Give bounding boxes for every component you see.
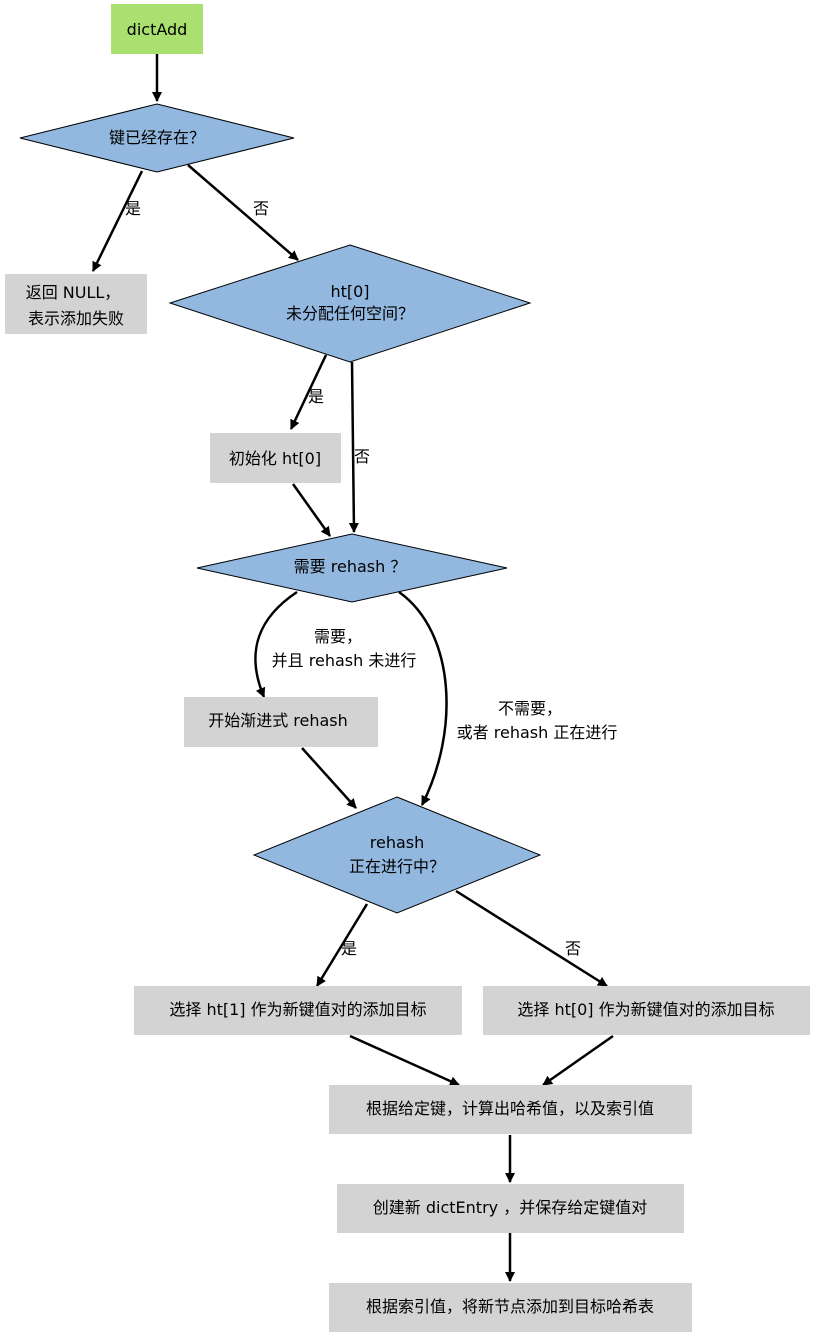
edge-ht0-to-calc xyxy=(542,1034,614,1087)
decision-shape xyxy=(168,244,532,363)
start-box xyxy=(111,4,203,54)
decision-rehash-running: rehash 正在进行中？ xyxy=(252,796,542,914)
edge-label-exists-yes: 是 xyxy=(125,199,141,218)
decision-shape xyxy=(19,103,295,173)
node-init-ht0: 初始化 ht[0] xyxy=(210,433,341,483)
node-create-entry: 创建新 dictEntry ，并保存给定键值对 xyxy=(337,1184,684,1233)
process-box xyxy=(337,1184,684,1233)
start-label: dictAdd xyxy=(127,20,188,39)
edge-label-running-no: 否 xyxy=(565,939,581,958)
add-to-table-label: 根据索引值，将新节点添加到目标哈希表 xyxy=(366,1297,654,1316)
edges xyxy=(91,54,614,1282)
edge-labels: 是 否 是 否 需要， 并且 rehash 未进行 不需要， 或者 rehash… xyxy=(125,199,617,958)
running-decision-line-2: 正在进行中？ xyxy=(349,857,445,876)
edge-ht0-no xyxy=(348,361,359,533)
edge-label-rehash-no-line-1: 不需要， xyxy=(498,699,562,718)
node-start: dictAdd xyxy=(111,4,203,54)
decision-key-exists: 键已经存在？ xyxy=(19,103,295,173)
edge-label-running-yes: 是 xyxy=(341,939,357,958)
node-pick-ht0: 选择 ht[0] 作为新键值对的添加目标 xyxy=(483,986,810,1035)
ht0-decision-line-2: 未分配任何空间？ xyxy=(286,304,414,323)
edge-exists-no xyxy=(187,164,299,261)
running-decision-line-1: rehash xyxy=(370,833,425,852)
process-box xyxy=(210,433,341,483)
edge-ht1-to-calc xyxy=(349,1034,460,1087)
decision-need-rehash: 需要 rehash ？ xyxy=(196,533,508,603)
node-pick-ht1: 选择 ht[1] 作为新键值对的添加目标 xyxy=(134,986,462,1035)
edge-running-yes xyxy=(315,903,369,987)
process-box xyxy=(134,986,462,1035)
calc-hash-label: 根据给定键，计算出哈希值，以及索引值 xyxy=(366,1099,654,1118)
edge-label-ht0-yes: 是 xyxy=(308,387,324,406)
node-add-to-table: 根据索引值，将新节点添加到目标哈希表 xyxy=(329,1283,692,1332)
edge-label-exists-no: 否 xyxy=(253,199,269,218)
process-box xyxy=(329,1283,692,1332)
need-rehash-label: 需要 rehash ？ xyxy=(294,557,407,576)
process-box xyxy=(184,697,378,747)
return-null-line-1: 返回 NULL， xyxy=(26,283,121,302)
pick-ht0-label: 选择 ht[0] 作为新键值对的添加目标 xyxy=(517,1000,774,1019)
process-box xyxy=(5,274,147,334)
decision-label: 键已经存在？ xyxy=(109,128,205,147)
edge-running-no xyxy=(455,889,608,988)
init-ht0-label: 初始化 ht[0] xyxy=(229,449,321,468)
edge-label-ht0-no: 否 xyxy=(354,447,370,466)
edge-rehash-yes xyxy=(254,590,298,698)
decision-shape xyxy=(196,533,508,603)
edge-label-rehash-yes-line-2: 并且 rehash 未进行 xyxy=(272,651,417,670)
pick-ht1-label: 选择 ht[1] 作为新键值对的添加目标 xyxy=(169,1000,426,1019)
ht0-decision-line-1: ht[0] xyxy=(330,282,369,301)
node-return-null: 返回 NULL， 表示添加失败 xyxy=(5,274,147,334)
edge-rehash-no xyxy=(398,590,448,806)
edge-ht0-yes xyxy=(289,354,328,430)
node-start-rehash: 开始渐进式 rehash xyxy=(184,697,378,747)
start-rehash-label: 开始渐进式 rehash xyxy=(208,711,348,730)
node-calc-hash: 根据给定键，计算出哈希值，以及索引值 xyxy=(329,1085,692,1134)
edge-label-rehash-no-line-2: 或者 rehash 正在进行 xyxy=(457,723,618,742)
edge-start-rehash-to-running xyxy=(301,747,357,809)
process-box xyxy=(483,986,810,1035)
decision-ht0-unallocated: ht[0] 未分配任何空间？ xyxy=(168,244,532,363)
decision-shape xyxy=(252,796,542,914)
edge-init-to-rehash xyxy=(291,483,332,537)
edge-label-rehash-yes-line-1: 需要， xyxy=(314,627,362,646)
edge-exists-yes xyxy=(91,170,144,272)
return-null-line-2: 表示添加失败 xyxy=(28,309,124,328)
process-box xyxy=(329,1085,692,1134)
create-entry-label: 创建新 dictEntry ，并保存给定键值对 xyxy=(373,1198,647,1217)
